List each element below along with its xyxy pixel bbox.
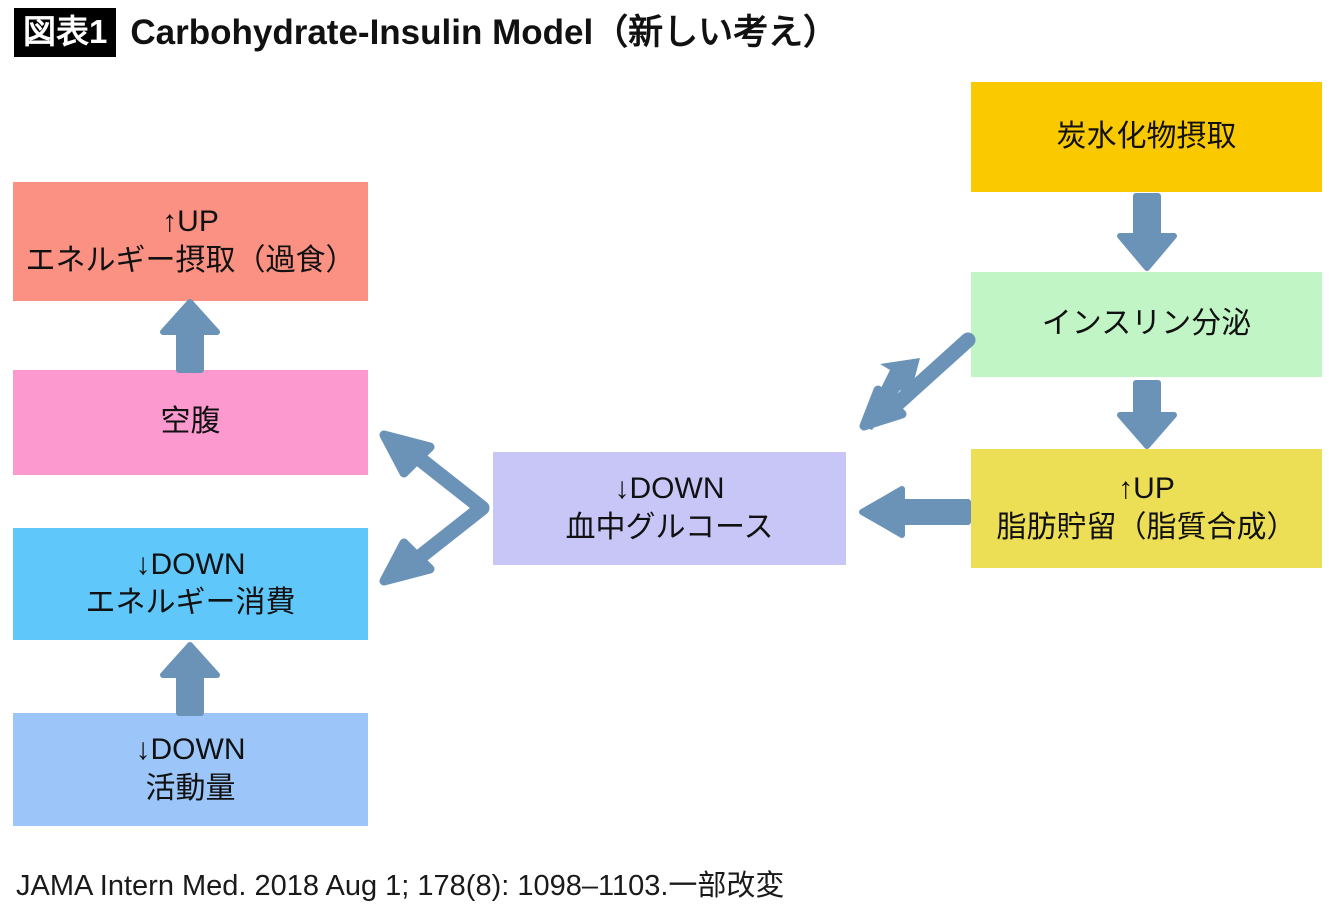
- figure-number-badge: 図表1: [14, 8, 117, 57]
- node-carb-intake-line1: 炭水化物摂取: [1056, 119, 1237, 153]
- node-blood-glucose[interactable]: ↓DOWN 血中グルコース: [493, 452, 846, 565]
- arrow-insulin-to-fat-storage: [1114, 380, 1180, 449]
- arrow-activity-to-energy-expenditure: [157, 642, 223, 716]
- figure-title-row: 図表1 Carbohydrate-Insulin Model（新しい考え）: [14, 8, 838, 57]
- arrow-insulin-to-blood-glucose: [858, 332, 976, 431]
- arrow-fat-storage-to-blood-glucose: [859, 486, 971, 538]
- node-activity-line1: ↓DOWN: [135, 733, 246, 767]
- node-energy-expenditure[interactable]: ↓DOWN エネルギー消費: [13, 528, 368, 640]
- node-activity-line2: 活動量: [145, 771, 236, 805]
- node-insulin[interactable]: インスリン分泌: [971, 272, 1322, 377]
- arrow-blood-glucose-branch-left: [378, 425, 498, 591]
- node-hunger[interactable]: 空腹: [13, 370, 368, 475]
- arrow-carb-intake-to-insulin: [1114, 193, 1180, 271]
- node-overeating-line2: エネルギー摂取（過食）: [25, 243, 356, 277]
- source-citation: JAMA Intern Med. 2018 Aug 1; 178(8): 109…: [16, 870, 785, 902]
- arrow-hunger-to-overeating: [157, 299, 223, 373]
- node-carb-intake[interactable]: 炭水化物摂取: [971, 82, 1322, 192]
- node-energy-expenditure-line1: ↓DOWN: [135, 547, 246, 581]
- node-overeating[interactable]: ↑UP エネルギー摂取（過食）: [13, 182, 368, 301]
- node-blood-glucose-line2: 血中グルコース: [565, 510, 774, 544]
- node-overeating-line1: ↑UP: [162, 205, 219, 239]
- node-hunger-line1: 空腹: [160, 405, 221, 439]
- node-fat-storage-line1: ↑UP: [1118, 472, 1175, 506]
- page-title: Carbohydrate-Insulin Model（新しい考え）: [130, 13, 839, 52]
- node-insulin-line1: インスリン分泌: [1041, 307, 1252, 341]
- node-fat-storage[interactable]: ↑UP 脂肪貯留（脂質合成）: [971, 449, 1322, 568]
- node-blood-glucose-line1: ↓DOWN: [614, 472, 725, 506]
- node-energy-expenditure-line2: エネルギー消費: [85, 586, 296, 619]
- node-activity[interactable]: ↓DOWN 活動量: [13, 713, 368, 826]
- node-fat-storage-line2: 脂肪貯留（脂質合成）: [996, 510, 1297, 544]
